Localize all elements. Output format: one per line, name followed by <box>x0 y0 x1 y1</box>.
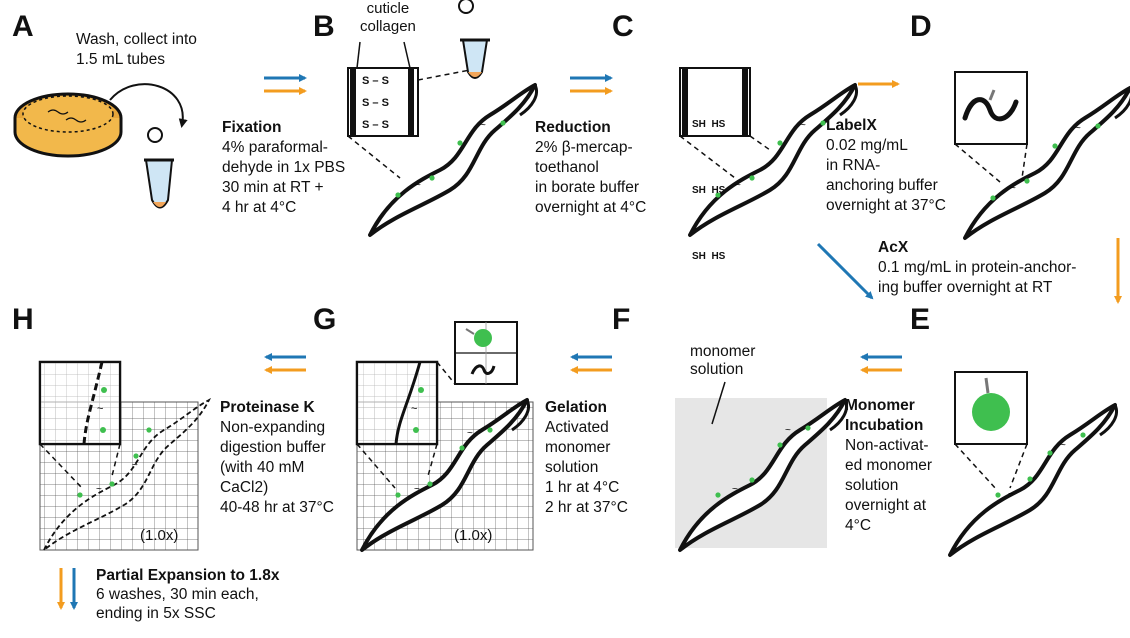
svg-text:~: ~ <box>96 484 102 495</box>
tube-icon <box>458 0 490 79</box>
worm-c: ~~ <box>688 83 859 237</box>
step-reduction: Reduction 2% β-mercap- toethanol in bora… <box>535 119 647 216</box>
step-acx: AcX 0.1 mg/mL in protein-anchor- ing buf… <box>878 239 1077 296</box>
panel-a-caption: Wash, collect into 1.5 mL tubes <box>76 31 197 68</box>
cuticle-inset <box>347 41 419 137</box>
step-monomer-incubation: Monomer Incubation Non-activat- ed monom… <box>845 397 933 534</box>
panel-letter-a: A <box>12 10 34 43</box>
monomer-solution-label: monomer solution <box>690 343 756 378</box>
svg-text:~: ~ <box>132 460 138 471</box>
step-proteinase-k: Proteinase K Non-expanding digestion buf… <box>220 399 334 516</box>
step-labelx: LabelX 0.02 mg/mL in RNA- anchoring buff… <box>826 117 946 214</box>
thiol-groups: SH HS SH HS SH HS <box>692 119 726 262</box>
svg-text:~: ~ <box>800 120 806 131</box>
step-partial-expansion: Partial Expansion to 1.8x 6 washes, 30 m… <box>96 567 280 622</box>
panel-letter-d: D <box>910 10 932 43</box>
svg-text:~: ~ <box>467 428 473 439</box>
svg-text:~: ~ <box>97 403 103 415</box>
worm-e: ~~ <box>948 403 1119 557</box>
arrow-blue-de <box>816 242 874 300</box>
panel-letter-f: F <box>612 303 631 336</box>
svg-text:~: ~ <box>1075 123 1081 134</box>
panel-b-inset-labels: cuticle collagen <box>360 0 416 35</box>
svg-text:~: ~ <box>480 120 486 131</box>
panel-letter-c: C <box>612 10 634 43</box>
panel-letter-e: E <box>910 303 931 336</box>
worm-g: ~~ <box>360 398 531 552</box>
svg-text:~: ~ <box>414 484 420 495</box>
svg-text:~: ~ <box>1008 489 1014 500</box>
panel-letter-g: G <box>313 303 337 336</box>
disulfide-bonds: S – S S – S S – S <box>362 75 389 131</box>
monomer-anchor-inset <box>954 371 1028 445</box>
scale-label-g: (1.0x) <box>454 527 493 544</box>
svg-text:~: ~ <box>415 180 421 191</box>
gel-zoom-inset-h: ~ <box>38 360 122 446</box>
svg-text:~: ~ <box>1010 183 1016 194</box>
step-fixation: Fixation 4% paraformal- dehyde in 1x PBS… <box>222 119 346 216</box>
worm-d: ~~ <box>963 86 1130 240</box>
rna-anchor-inset <box>954 71 1028 145</box>
transfer-arrow <box>109 83 188 128</box>
svg-text:~: ~ <box>732 484 738 495</box>
petri-dish-icon <box>13 92 123 158</box>
svg-text:~: ~ <box>411 403 417 415</box>
svg-text:~: ~ <box>785 425 791 436</box>
panel-letter-b: B <box>313 10 335 43</box>
step-gelation: Gelation Activated monomer solution 1 hr… <box>545 399 628 516</box>
thiol-inset <box>679 67 751 137</box>
gel-zoom-inset-g: ~ <box>355 360 439 446</box>
worm-f: ~~ <box>678 398 849 552</box>
scale-label-h: (1.0x) <box>140 527 179 544</box>
svg-text:~: ~ <box>735 180 741 191</box>
svg-text:~: ~ <box>1060 440 1066 451</box>
worm-b: ~~ <box>368 83 539 237</box>
anchor-detail-inset-g <box>454 321 518 385</box>
panel-letter-h: H <box>12 303 34 336</box>
tube-icon <box>144 127 174 209</box>
worm-h: ~~ <box>43 397 212 551</box>
